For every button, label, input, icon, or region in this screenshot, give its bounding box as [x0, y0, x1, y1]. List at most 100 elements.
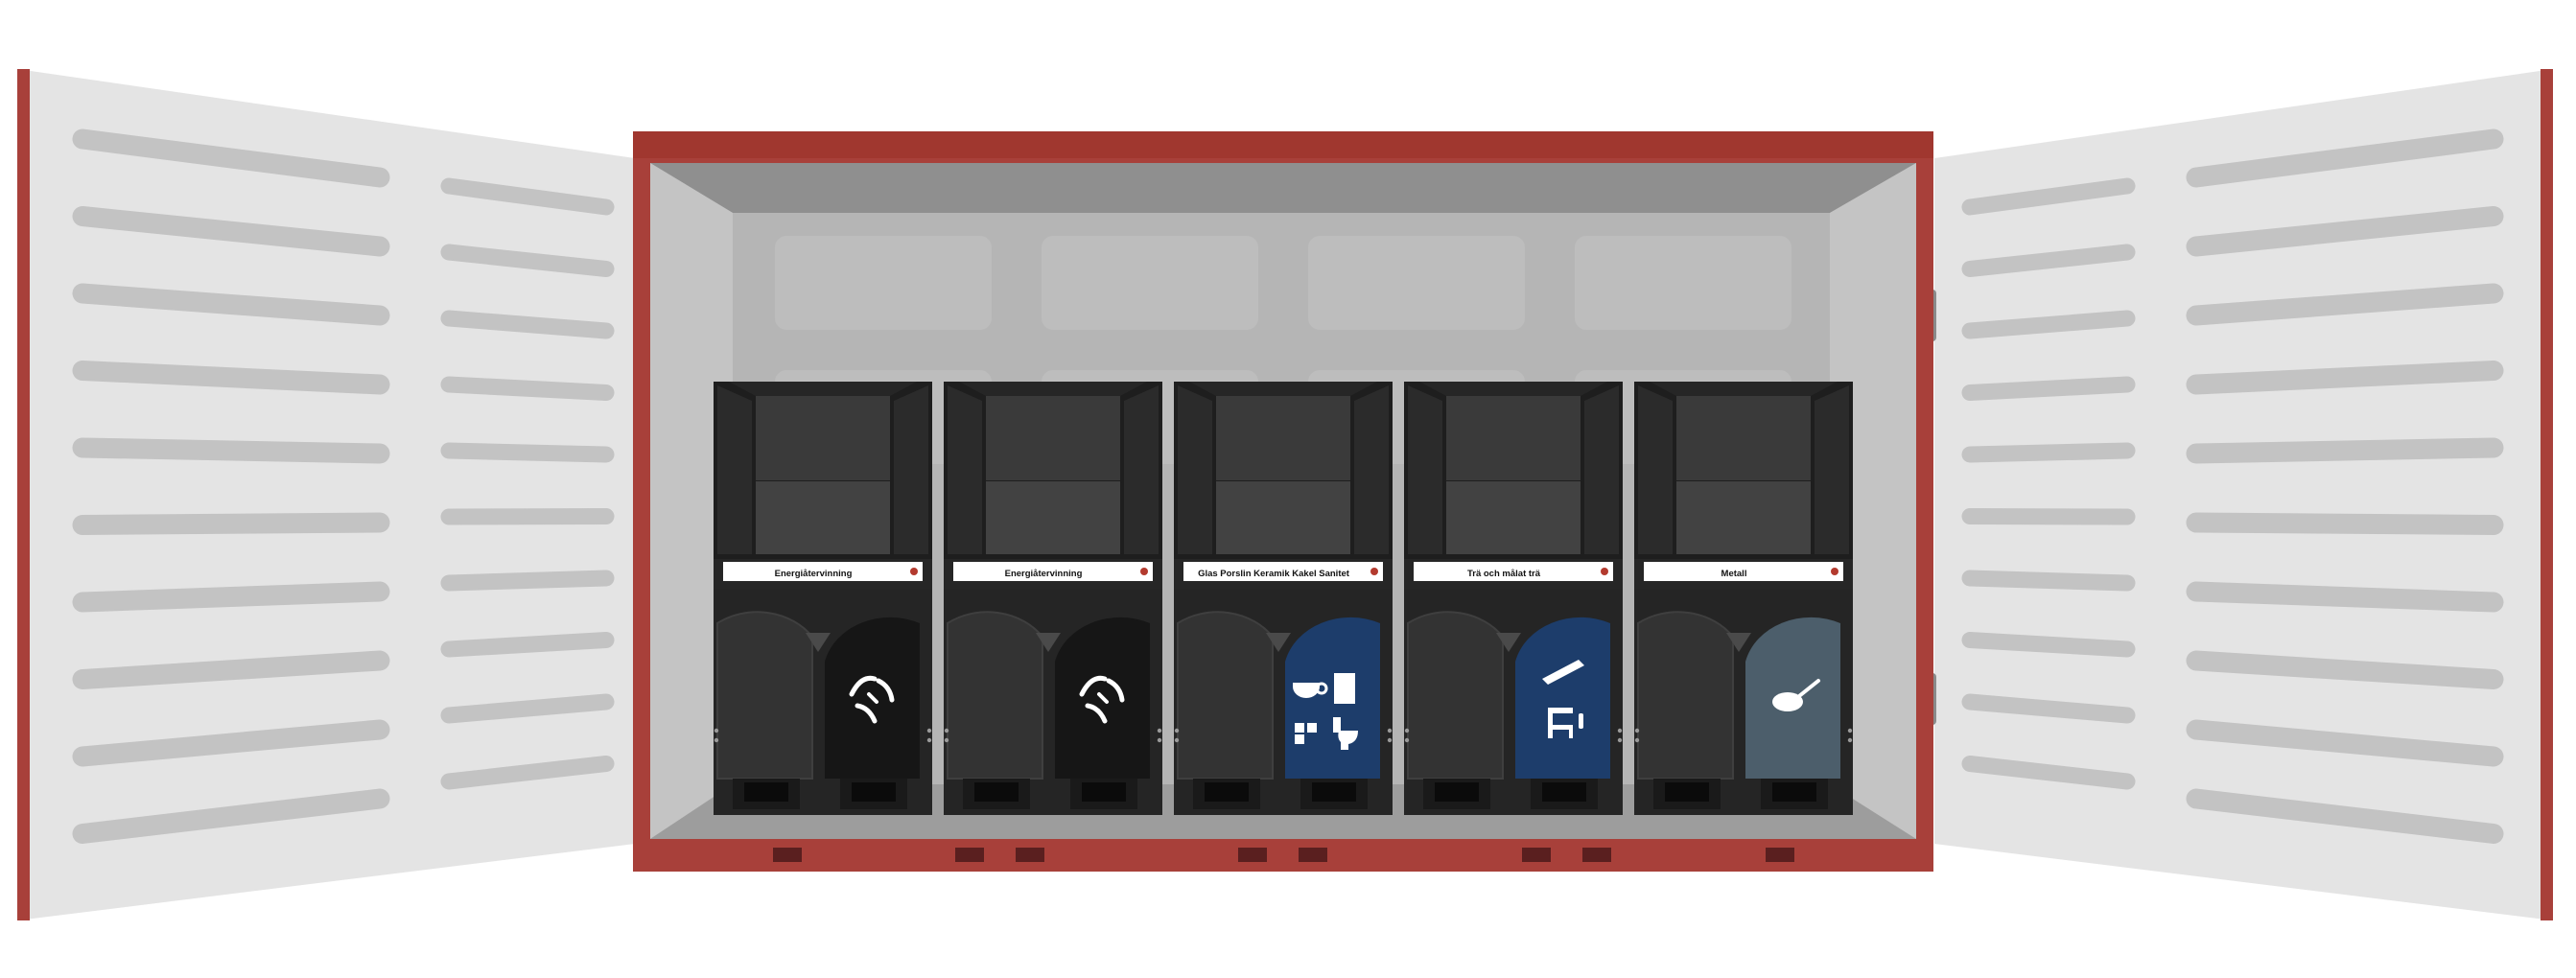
toilet-icon [1333, 717, 1358, 750]
hinge-dot [926, 737, 932, 743]
center-divider-icon [1266, 633, 1291, 652]
door-rib [1961, 177, 2136, 216]
pedal-slot [1665, 782, 1709, 802]
station-label: Metall [1721, 569, 1747, 579]
container-bottom-rail [633, 839, 1933, 872]
door-rib [1961, 376, 2136, 401]
right-bin-door[interactable] [1515, 617, 1610, 779]
pedal-slot [1205, 782, 1249, 802]
label-logo-icon [1370, 568, 1378, 575]
back-wall-panel [1575, 236, 1791, 330]
right-door-ribs [1961, 128, 2504, 844]
hinge-dot [1847, 728, 1853, 734]
recycling-station: Energiåtervinning [944, 382, 1162, 815]
left-door-ribs [72, 128, 615, 844]
door-rib [1961, 693, 2136, 724]
door-rib [440, 442, 615, 463]
hinge-dot [1174, 728, 1180, 734]
pedal-slot [744, 782, 788, 802]
crumpled-waste-icon [1079, 675, 1125, 724]
door-rib [440, 570, 615, 592]
door-rib [440, 756, 615, 790]
station-label: Energiåtervinning [1005, 569, 1083, 579]
station-cabinet-upper [1216, 396, 1350, 480]
recycling-station: Glas Porslin Keramik Kakel Sanitet [1174, 382, 1393, 815]
door-rib [440, 693, 615, 724]
station-label-strip [953, 562, 1153, 581]
door-rib [2186, 650, 2504, 689]
rail-slot [1299, 848, 1327, 862]
station-label-strip [723, 562, 923, 581]
left-door-edge [17, 69, 30, 920]
door-rib [72, 650, 390, 689]
station-cabinet-upper [756, 396, 890, 480]
station-side-panel-right [1815, 385, 1849, 554]
door-rib [440, 244, 615, 277]
door-rib [2186, 206, 2504, 257]
left-bin-door[interactable] [947, 611, 1043, 780]
back-wall-panel [775, 236, 992, 330]
rail-slot [1238, 848, 1267, 862]
left-bin-door[interactable] [1637, 611, 1734, 780]
door-rib [2186, 581, 2504, 613]
door-rib [72, 788, 390, 844]
station-cabinet-upper [1446, 396, 1581, 480]
left-bin-door[interactable] [1177, 611, 1274, 780]
door-rib [440, 508, 615, 525]
left-bin-door[interactable] [716, 611, 813, 780]
frying-pan-icon [1772, 679, 1820, 711]
center-divider-icon [1496, 633, 1521, 652]
pedal-slot [1542, 782, 1586, 802]
label-logo-icon [1831, 568, 1838, 575]
station-cabinet-upper [986, 396, 1120, 480]
station-side-panel-left [1178, 385, 1212, 554]
door-rib [1961, 632, 2136, 658]
hinge-dot [1847, 737, 1853, 743]
door-rib [1961, 442, 2136, 463]
hinge-dot [1174, 737, 1180, 743]
hinge-dot [944, 737, 949, 743]
station-label-strip [1183, 562, 1383, 581]
container-top-rail [633, 131, 1933, 158]
station-side-panel-left [1408, 385, 1442, 554]
station-label: Trä och målat trä [1467, 569, 1541, 579]
door-rib [1961, 756, 2136, 790]
back-wall-panel [1042, 236, 1258, 330]
door-rib [1961, 508, 2136, 525]
rail-slot [1582, 848, 1611, 862]
glass-pane-icon [1334, 673, 1355, 704]
left-bin-door[interactable] [1407, 611, 1504, 780]
door-rib [2186, 437, 2504, 464]
hinge-dot [1634, 728, 1640, 734]
recycling-station: Energiåtervinning [714, 382, 932, 815]
pedal-slot [974, 782, 1019, 802]
center-divider-icon [1726, 633, 1751, 652]
chair-icon [1548, 708, 1583, 738]
rail-slot [955, 848, 984, 862]
hinge-dot [944, 728, 949, 734]
pedal-slot [852, 782, 896, 802]
station-side-panel-right [1124, 385, 1159, 554]
recycling-stations: Energiåtervinning Energiåtervinning Glas P… [714, 382, 1853, 815]
pedal-slot [1772, 782, 1816, 802]
station-side-panel-left [948, 385, 982, 554]
door-rib [72, 206, 390, 257]
cup-icon [1293, 682, 1328, 698]
rail-slot [773, 848, 802, 862]
rail-slot [1522, 848, 1551, 862]
station-label: Glas Porslin Keramik Kakel Sanitet [1198, 569, 1350, 579]
door-rib [2186, 512, 2504, 535]
station-label: Energiåtervinning [775, 569, 853, 579]
station-cabinet-lower [756, 481, 890, 554]
station-label-strip [1414, 562, 1613, 581]
door-rib [440, 310, 615, 339]
station-side-panel-left [717, 385, 752, 554]
hinge-dot [1617, 728, 1623, 734]
station-cabinet-lower [1676, 481, 1811, 554]
center-divider-icon [1036, 633, 1061, 652]
label-logo-icon [1601, 568, 1608, 575]
right-bin-door[interactable] [1285, 617, 1380, 779]
station-cabinet-upper [1676, 396, 1811, 480]
door-rib [72, 283, 390, 326]
recycling-station: Trä och målat trä [1404, 382, 1623, 815]
